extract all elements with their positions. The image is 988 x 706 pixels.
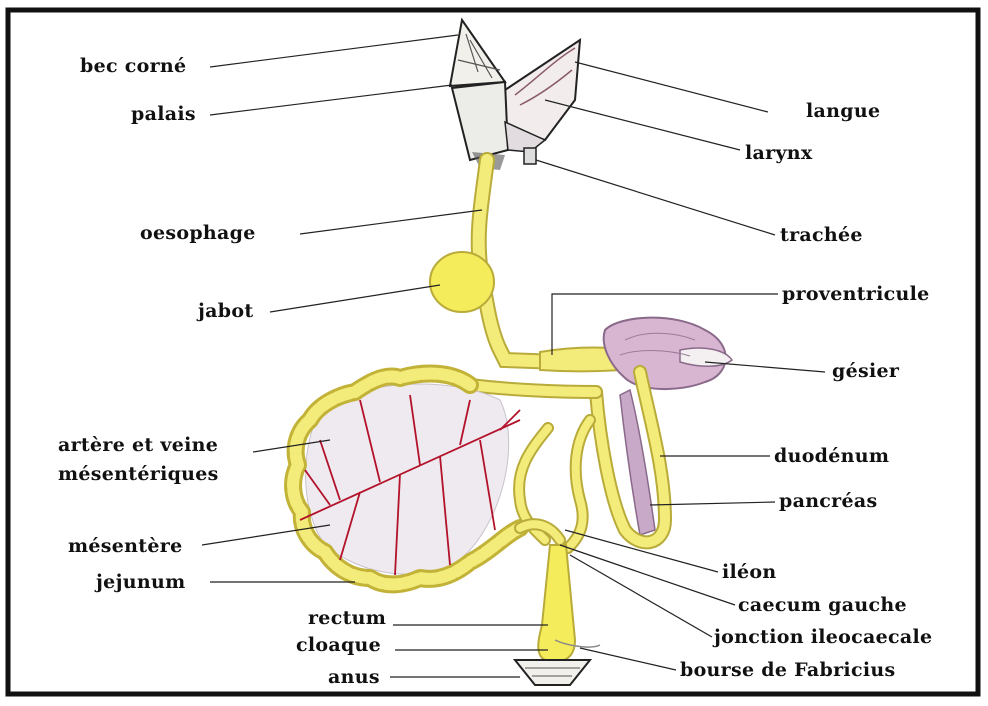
lower-beak-tongue [505,40,580,140]
label-artere-line2: mésentériques [58,465,219,484]
label-duodenum: duodénum [774,447,889,466]
oesophagus-group [430,160,560,362]
crop-jabot [430,252,494,312]
label-jejunum: jejunum [96,573,185,592]
label-bec-corne: bec corné [80,57,186,76]
label-anus: anus [328,668,380,687]
anus-vent [515,660,590,685]
label-mesentere: mésentère [68,537,182,556]
rectum-group [515,545,600,685]
label-jonction-ileocaecale: jonction ileocaecale [714,628,932,647]
label-trachee: trachée [780,226,863,245]
label-oesophage: oesophage [140,224,256,243]
mesentery [306,384,509,574]
trachea-stub [524,148,536,164]
label-pancreas: pancréas [779,492,878,511]
label-palais: palais [131,105,196,124]
caeca-group [519,420,590,548]
label-artere-line1: artère et veine [58,436,218,455]
label-caecum-gauche: caecum gauche [738,596,907,615]
beak-head-group [450,20,580,170]
label-jabot: jabot [198,302,253,321]
label-bourse-de-fabricius: bourse de Fabricius [680,661,895,680]
label-cloaque: cloaque [296,636,381,655]
label-larynx: larynx [745,144,813,163]
jejunum-group [293,374,520,585]
label-langue: langue [806,102,880,121]
palate [452,82,508,160]
label-ileon: iléon [722,563,777,582]
label-gesier: gésier [832,362,899,381]
label-proventricule: proventricule [782,285,930,304]
label-rectum: rectum [308,609,386,628]
